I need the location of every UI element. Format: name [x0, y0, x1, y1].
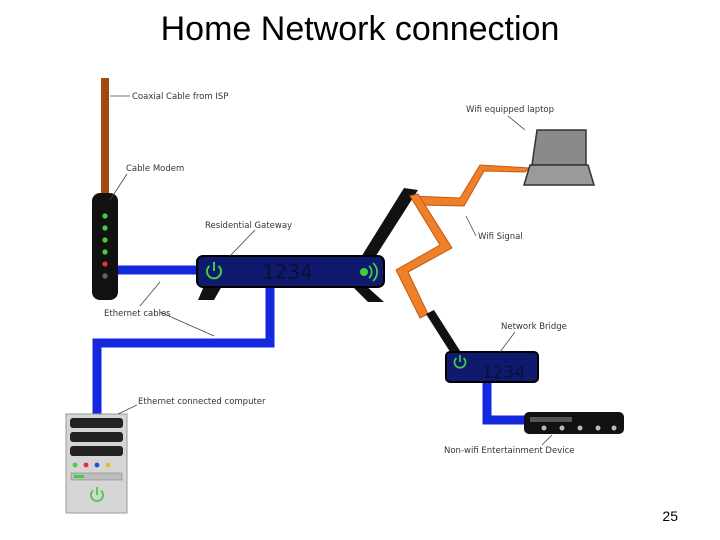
- label-wifi-signal: Wifi Signal: [478, 232, 523, 242]
- cable-gateway-to-computer: [92, 285, 275, 416]
- wifi-indicator-icon: [360, 262, 378, 282]
- gateway-antenna-left: [358, 188, 418, 262]
- modem-led-1: [102, 213, 108, 219]
- label-cable-modem: Cable Modem: [126, 164, 184, 174]
- bridge-antenna: [426, 310, 462, 358]
- device-display: [530, 417, 572, 422]
- label-ethernet-computer: Ethernet connected computer: [138, 397, 266, 407]
- cable-modem: [92, 193, 118, 300]
- leader-lines: [109, 95, 553, 446]
- residential-gateway: 1234: [196, 188, 418, 302]
- gateway-port-numbers: 1234: [262, 260, 313, 284]
- laptop: [522, 129, 596, 186]
- coaxial-cable: [101, 78, 109, 198]
- network-bridge: 1234: [426, 310, 539, 383]
- label-ethernet-cables: Ethernet cables: [104, 309, 171, 319]
- entertainment-device: [524, 412, 624, 434]
- slide-title: Home Network connection: [160, 10, 560, 48]
- label-wifi-laptop: Wifi equipped laptop: [466, 105, 554, 115]
- bridge-power-icon: [453, 355, 467, 369]
- wifi-signal-to-bridge: [395, 193, 453, 319]
- laptop-base: [522, 164, 596, 186]
- gateway-stand-right: [350, 284, 384, 302]
- ethernet-cables: [92, 265, 527, 425]
- label-residential-gateway: Residential Gateway: [205, 221, 292, 231]
- gateway-stand-left: [198, 286, 222, 300]
- modem-led-4: [102, 249, 108, 255]
- cable-bridge-to-device: [482, 380, 527, 425]
- wifi-signal-to-laptop: [408, 164, 532, 207]
- label-entertainment-device: Non-wifi Entertainment Device: [444, 446, 575, 456]
- laptop-screen: [531, 129, 587, 166]
- bridge-port-numbers: 1234: [482, 363, 525, 383]
- modem-led-2: [102, 225, 108, 231]
- page-number: 25: [662, 508, 678, 524]
- modem-led-3: [102, 237, 108, 243]
- drive-bay-3: [70, 446, 123, 456]
- label-network-bridge: Network Bridge: [501, 322, 567, 332]
- desktop-computer: [65, 413, 128, 514]
- drive-bay-2: [70, 432, 123, 442]
- drive-bay-1: [70, 418, 123, 428]
- modem-led-5: [102, 261, 108, 267]
- power-icon: [206, 262, 222, 280]
- computer-power-icon: [90, 487, 104, 502]
- label-coaxial-cable: Coaxial Cable from ISP: [132, 92, 228, 102]
- modem-led-6: [102, 273, 108, 279]
